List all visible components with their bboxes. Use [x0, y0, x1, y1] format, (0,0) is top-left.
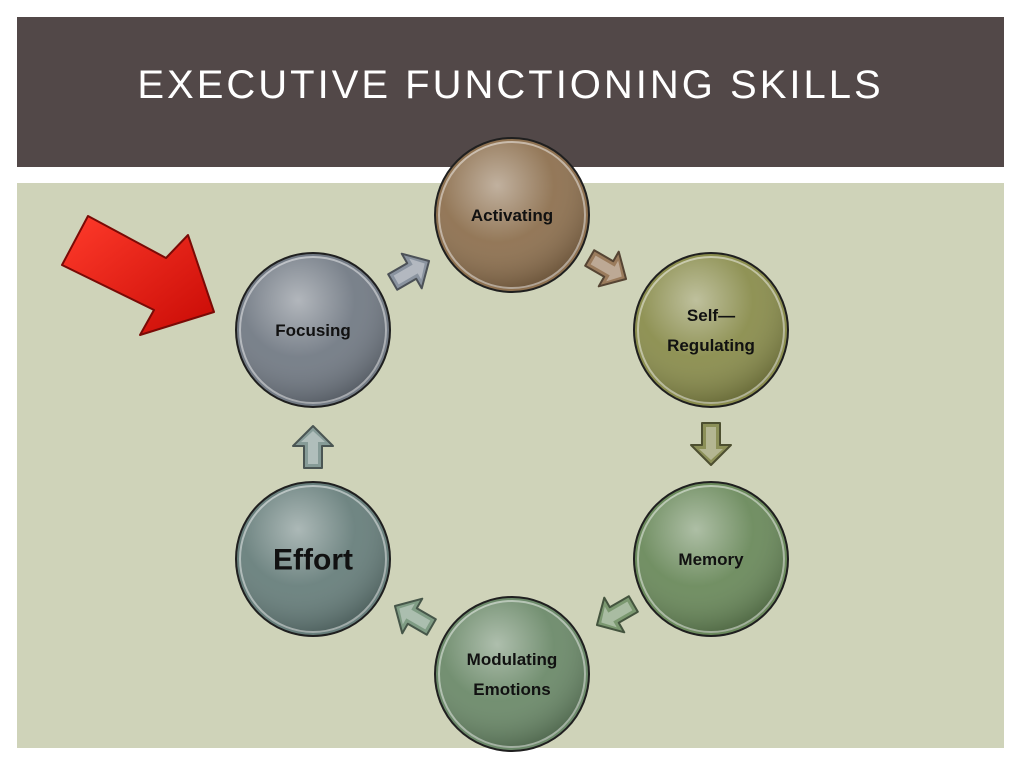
pointer-arrow: [61, 215, 215, 336]
node-label: Activating: [471, 206, 553, 225]
connector-arrow: [292, 425, 334, 469]
node-activating: Activating: [434, 137, 590, 293]
node-label: Memory: [678, 550, 744, 569]
red-pointer-arrow: [61, 215, 215, 336]
connector-arrow: [387, 252, 431, 291]
node-label: Regulating: [667, 336, 755, 355]
connector-arrow: [393, 597, 437, 636]
node-focusing: Focusing: [235, 252, 391, 408]
connector-arrow: [690, 422, 732, 466]
node-label: Emotions: [473, 680, 550, 699]
connector-arrows: [292, 249, 732, 636]
connector-arrow: [584, 249, 628, 288]
slide-title: EXECUTIVE FUNCTIONING SKILLS: [137, 63, 884, 107]
node-label: Effort: [273, 544, 353, 577]
node-self-regulating: Self— Regulating: [633, 252, 789, 408]
node-memory: Memory: [633, 481, 789, 637]
node-label: Focusing: [275, 321, 351, 340]
connector-arrow: [595, 595, 639, 634]
node-label: Self—: [687, 306, 735, 325]
node-label: Modulating: [467, 650, 558, 669]
node-effort: Effort: [235, 481, 391, 637]
